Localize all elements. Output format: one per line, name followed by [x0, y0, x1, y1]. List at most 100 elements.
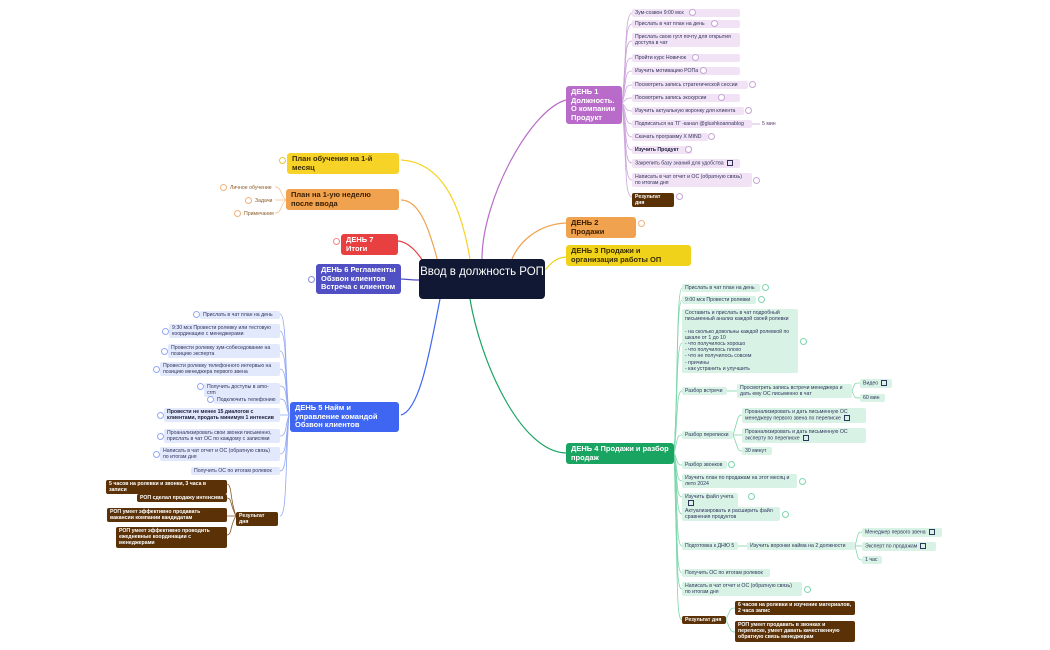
day5-item-4[interactable]: Провести ролевку телефонного интервью на…: [160, 362, 280, 377]
note-icon[interactable]: [799, 478, 806, 485]
branch-plan-week[interactable]: План на 1-ую неделю после ввода: [286, 189, 399, 211]
day1-item-8[interactable]: Изучить актуальную воронку для клиента: [632, 107, 744, 116]
day1-item-7[interactable]: Посмотреть запись экскурсии: [632, 94, 740, 103]
day4-roleplay[interactable]: 9:00 мск Провести ролевки: [682, 296, 756, 305]
day4-video[interactable]: Видео: [860, 379, 892, 388]
day4-analysis[interactable]: Составить и прислать в чат подробный пис…: [682, 309, 798, 374]
day4-funnels[interactable]: Изучить воронки найма на 2 должности: [747, 542, 855, 551]
day5-item-6[interactable]: Подключить телефонию: [214, 396, 280, 405]
day4-60min[interactable]: 60 мин: [860, 394, 885, 403]
root-topic[interactable]: Ввод в должность РОП: [419, 259, 545, 299]
collapse-icon[interactable]: [333, 238, 340, 245]
day4-update-file[interactable]: Актуализировать и расширить файл сравнен…: [682, 507, 780, 522]
day1-extra[interactable]: 5 мин: [762, 121, 776, 127]
branch-day7[interactable]: ДЕНЬ 7 Итоги: [341, 234, 398, 256]
day5-item-9[interactable]: Написать в чат отчет и ОС (обратную связ…: [160, 447, 280, 462]
day1-item-9[interactable]: Подписаться на ТГ -канал @glushkoannablo…: [632, 120, 752, 129]
day5-item-2[interactable]: 9:30 мск Провести ролевку или тестовую к…: [169, 324, 280, 339]
day5-item-7[interactable]: Провести не менее 15 диалогов с клиентам…: [164, 408, 280, 423]
branch-day1[interactable]: ДЕНЬ 1 Должность. О компании Продукт: [566, 86, 622, 125]
day4-report[interactable]: Написать в чат отчет и ОС (обратную связ…: [682, 582, 802, 597]
expand-icon[interactable]: [245, 197, 252, 204]
branch-plan-month[interactable]: План обучения на 1-й месяц: [287, 153, 399, 175]
note-icon[interactable]: [153, 366, 160, 373]
plan-week-item-3[interactable]: Примечание: [244, 211, 275, 217]
collapse-icon[interactable]: [279, 157, 286, 164]
note-icon[interactable]: [692, 54, 699, 61]
note-icon[interactable]: [207, 396, 214, 403]
note-icon[interactable]: [162, 328, 169, 335]
branch-day2[interactable]: ДЕНЬ 2 Продажи: [566, 217, 636, 239]
note-icon[interactable]: [193, 311, 200, 318]
day1-item-2[interactable]: Прислать в чат план на день: [632, 20, 740, 29]
branch-day4[interactable]: ДЕНЬ 4 Продажи и разбор продаж: [566, 443, 674, 465]
plan-week-item-2[interactable]: Задачи: [255, 198, 273, 204]
day1-result[interactable]: Результат дня: [632, 193, 674, 208]
external-link-icon[interactable]: [802, 435, 809, 442]
day1-item-4[interactable]: Пройти курс Новичок: [632, 54, 740, 63]
day5-item-5[interactable]: Получить доступы в amo-crm: [204, 383, 280, 398]
branch-day5[interactable]: ДЕНЬ 5 Найм и управление командой Обзвон…: [290, 402, 399, 432]
note-icon[interactable]: [758, 296, 765, 303]
day4-prep[interactable]: Подготовка к ДНЮ 5: [682, 542, 738, 551]
day4-hour[interactable]: 1 час: [862, 556, 882, 565]
day5-item-1[interactable]: Прислать в чат план на день: [200, 311, 280, 320]
day4-chats[interactable]: Разбор переписки: [682, 431, 733, 440]
note-icon[interactable]: [689, 9, 696, 16]
day1-item-10[interactable]: Скачать программу X MIND: [632, 133, 708, 142]
day1-item-1[interactable]: Зум-созвон 9:00 мск: [632, 9, 740, 18]
day1-item-3[interactable]: Прислать свою гугл почту для открытия до…: [632, 33, 740, 48]
note-icon[interactable]: [718, 94, 725, 101]
branch-day3[interactable]: ДЕНЬ 3 Продажи и организация работы ОП: [566, 245, 691, 267]
note-icon[interactable]: [800, 338, 807, 345]
day5-result-3[interactable]: РОП умеет эффективно продавать вакансии …: [107, 508, 227, 523]
note-icon[interactable]: [762, 284, 769, 291]
note-icon[interactable]: [749, 81, 756, 88]
day4-result-1[interactable]: 6 часов на ролевки и изучение материалов…: [735, 601, 855, 616]
external-link-icon[interactable]: [928, 529, 935, 535]
day4-mgr[interactable]: Менеджер первого звена: [862, 528, 942, 537]
expand-icon[interactable]: [220, 184, 227, 191]
note-icon[interactable]: [161, 348, 168, 355]
note-icon[interactable]: [708, 133, 715, 140]
note-icon[interactable]: [753, 177, 760, 184]
note-icon[interactable]: [782, 511, 789, 518]
expand-icon[interactable]: [234, 210, 241, 217]
day4-30min[interactable]: 30 минут: [742, 447, 772, 456]
day4-study-file[interactable]: Изучить файл учета: [682, 493, 738, 508]
day5-result-1[interactable]: 5 часов на ролевки и звонки, 3 часа в за…: [106, 480, 227, 495]
day5-item-8[interactable]: Проанализировать свои звонки письменно, …: [164, 429, 280, 444]
day5-item-3[interactable]: Провести ролевку зум-собеседование на по…: [168, 344, 280, 359]
day5-result-label[interactable]: Результат дня: [236, 512, 278, 527]
external-link-icon[interactable]: [920, 543, 927, 549]
day4-chats-sub1[interactable]: Проанализировать и дать письменную ОС ме…: [742, 408, 866, 423]
note-icon[interactable]: [157, 433, 164, 440]
day1-item-11[interactable]: Изучить Продукт: [632, 146, 692, 155]
day4-meetings[interactable]: Разбор встречи: [682, 387, 727, 396]
external-link-icon[interactable]: [881, 380, 888, 386]
day1-item-6[interactable]: Посмотреть запись стратегической сессии: [632, 81, 748, 90]
external-link-icon[interactable]: [726, 160, 733, 166]
branch-day6[interactable]: ДЕНЬ 6 Регламенты Обзвон клиентов Встреч…: [316, 264, 401, 294]
day4-chats-sub2[interactable]: Проанализировать и дать письменную ОС эк…: [742, 428, 866, 443]
collapse-icon[interactable]: [308, 276, 315, 283]
note-icon[interactable]: [745, 107, 752, 114]
day4-meetings-sub[interactable]: Просмотреть запись встречи менеджера и д…: [737, 384, 852, 399]
external-link-icon[interactable]: [688, 500, 694, 507]
day1-item-5[interactable]: Изучить мотивацию РОПа: [632, 67, 740, 76]
note-icon[interactable]: [728, 461, 735, 468]
day4-expert[interactable]: Эксперт по продажам: [862, 542, 936, 551]
day4-calls[interactable]: Разбор звонков: [682, 461, 727, 470]
day4-study-plan[interactable]: Изучить план по продажам на этот месяц и…: [682, 474, 797, 489]
external-link-icon[interactable]: [843, 415, 850, 422]
day1-item-13[interactable]: Написать в чат отчет и ОС (обратную связ…: [632, 173, 752, 188]
day4-plan[interactable]: Прислать в чат план на день: [682, 284, 760, 293]
note-icon[interactable]: [748, 493, 755, 500]
day5-result-2[interactable]: РОП сделал продажу интенсива: [137, 494, 227, 503]
note-icon[interactable]: [685, 146, 692, 153]
note-icon[interactable]: [153, 451, 160, 458]
note-icon[interactable]: [197, 383, 204, 390]
day5-item-10[interactable]: Получить ОС по итогам ролевок: [191, 467, 280, 476]
note-icon[interactable]: [700, 67, 707, 74]
collapse-icon[interactable]: [638, 220, 645, 227]
